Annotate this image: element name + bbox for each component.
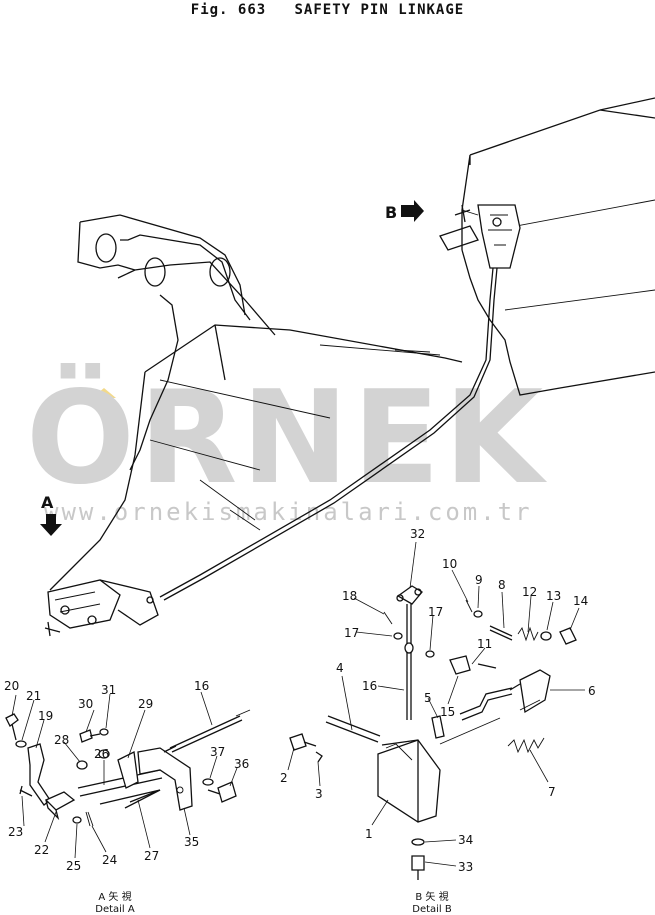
watermark-logo: ÖRNEK	[26, 363, 548, 513]
part-label-15: 15	[440, 705, 455, 719]
part-label-7: 7	[548, 785, 556, 799]
part-label-28: 28	[54, 733, 69, 747]
detail-b-parts	[289, 585, 577, 880]
part-label-2: 2	[280, 771, 288, 785]
part-label-6: 6	[588, 684, 596, 698]
part-label-31: 31	[101, 683, 116, 697]
part-label-8: 8	[498, 578, 506, 592]
watermark-accent-left	[58, 388, 82, 398]
watermark: ÖRNEK www.ornekismakinalari.com.tr	[26, 363, 548, 526]
part-label-22: 22	[34, 843, 49, 857]
view-arrow-a-label: A	[41, 493, 54, 512]
machine-outline	[44, 97, 655, 637]
part-label-36: 36	[234, 757, 249, 771]
part-label-33: 33	[458, 860, 473, 874]
part-label-13: 13	[546, 589, 561, 603]
part-label-16-a: 16	[194, 679, 209, 693]
part-label-24: 24	[102, 853, 117, 867]
figure-number: Fig. 663	[190, 2, 267, 18]
detail-a-parts	[5, 709, 251, 827]
part-label-16-b: 16	[362, 679, 377, 693]
part-label-29: 29	[138, 697, 153, 711]
view-arrow-a: A	[40, 493, 62, 536]
arrow-down-icon	[40, 514, 62, 536]
part-label-21: 21	[26, 689, 41, 703]
part-label-23: 23	[8, 825, 23, 839]
part-label-3: 3	[315, 787, 323, 801]
part-label-34: 34	[458, 833, 473, 847]
part-label-17-right: 17	[428, 605, 443, 619]
part-labels: 32 18 17 17 10 9 8 12 13 14 11 15 6 7 4 …	[4, 527, 596, 874]
leader-lines	[11, 541, 585, 867]
part-label-17-left: 17	[344, 626, 359, 640]
arrow-right-icon	[401, 200, 424, 222]
detail-a-marks: A 矢 視	[98, 890, 131, 903]
part-label-10: 10	[442, 557, 457, 571]
part-label-11: 11	[477, 637, 492, 651]
part-label-27: 27	[144, 849, 159, 863]
part-label-9: 9	[475, 573, 483, 587]
detail-b-caption: Detail B	[412, 904, 452, 915]
part-label-20: 20	[4, 679, 19, 693]
view-arrow-b: B	[385, 200, 424, 222]
watermark-url: www.ornekismakinalari.com.tr	[44, 498, 533, 526]
part-20-shape	[5, 713, 19, 727]
part-label-25: 25	[66, 859, 81, 873]
view-arrow-b-label: B	[385, 203, 397, 222]
figure-caption: SAFETY PIN LINKAGE	[294, 2, 465, 18]
detail-a-caption: Detail A	[95, 904, 135, 915]
part-label-18: 18	[342, 589, 357, 603]
watermark-accent-right	[92, 388, 116, 398]
part-label-4: 4	[336, 661, 344, 675]
part-label-26: 26	[94, 747, 109, 761]
part-label-12: 12	[522, 585, 537, 599]
detail-captions: A 矢 視 Detail A B 矢 視 Detail B	[95, 890, 452, 915]
figure-title: Fig. 663 SAFETY PIN LINKAGE	[0, 2, 655, 18]
detail-b-marks: B 矢 視	[415, 890, 448, 903]
part-label-37: 37	[210, 745, 225, 759]
part-label-32: 32	[410, 527, 425, 541]
part-label-5: 5	[424, 691, 432, 705]
part-label-14: 14	[573, 594, 588, 608]
part-label-1: 1	[365, 827, 373, 841]
part-label-35: 35	[184, 835, 199, 849]
part-label-19: 19	[38, 709, 53, 723]
part-label-30: 30	[78, 697, 93, 711]
